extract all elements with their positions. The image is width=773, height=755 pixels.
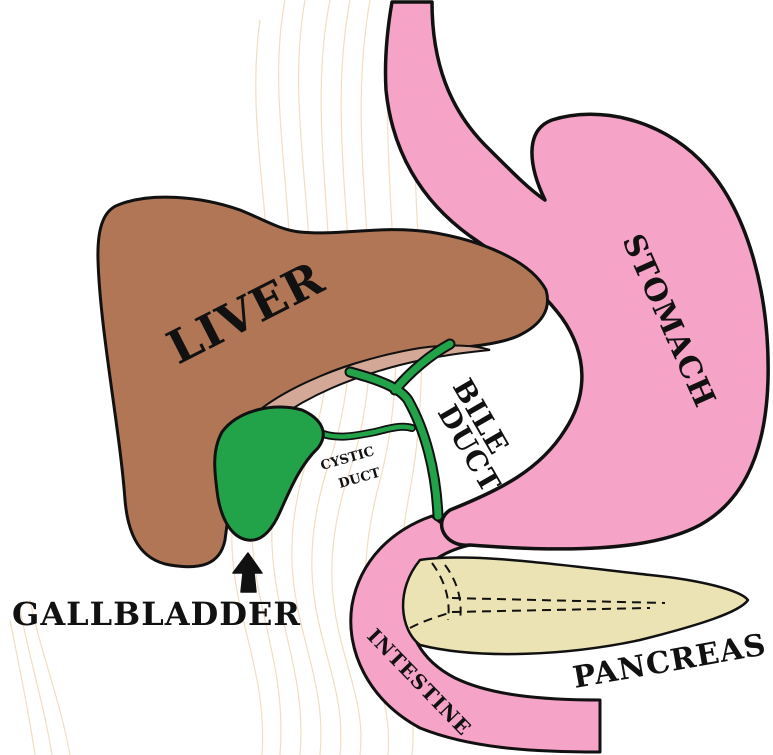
cystic-duct <box>318 427 412 437</box>
gallbladder-shape <box>215 407 324 540</box>
gallbladder-label: GALLBLADDER <box>12 595 301 633</box>
cystic-duct-label-line2: DUCT <box>337 466 382 492</box>
